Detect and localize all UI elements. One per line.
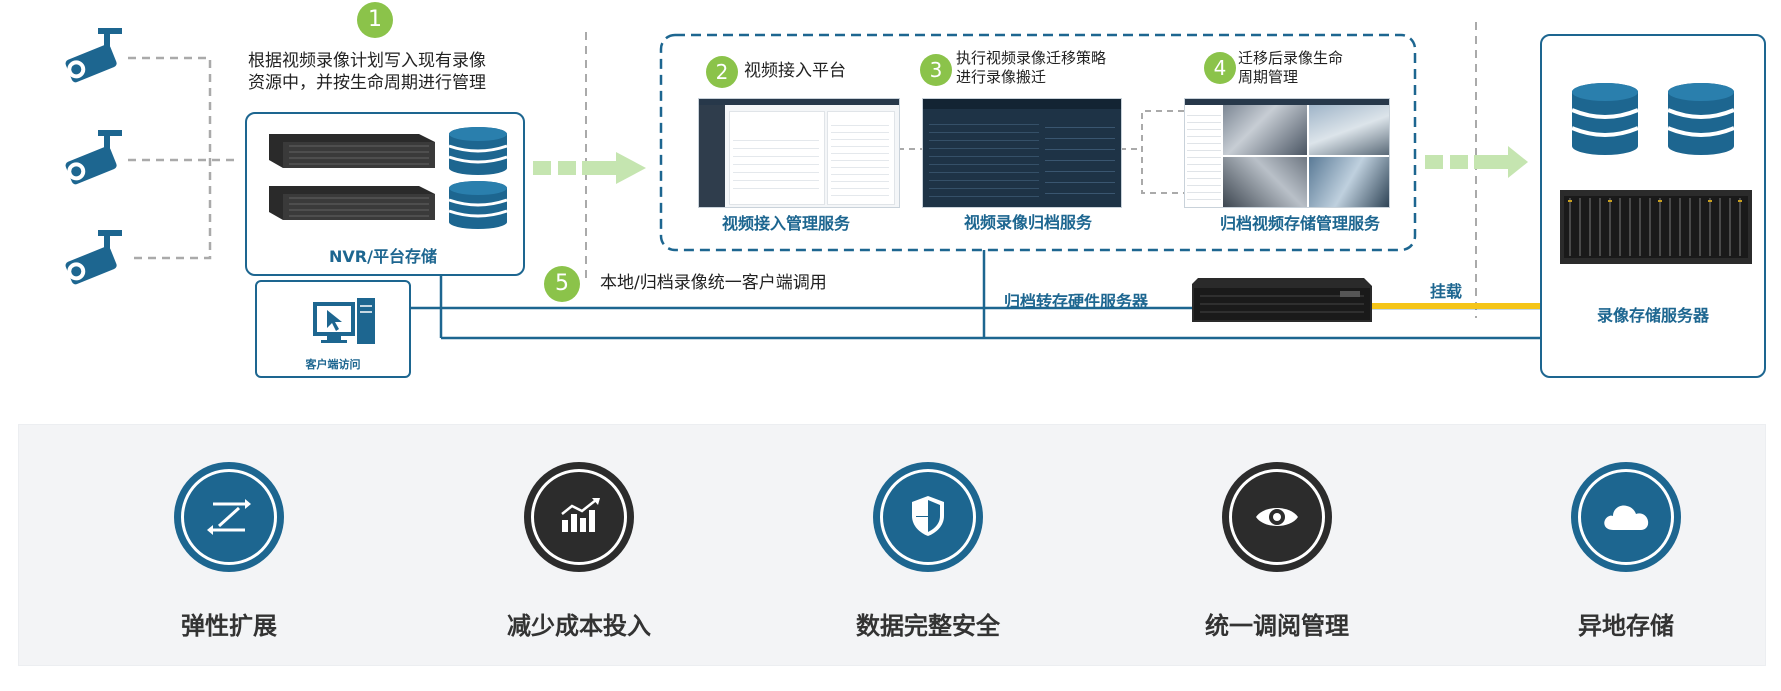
mount-label: 挂载: [1430, 282, 1463, 301]
step-1-badge: 1: [357, 2, 393, 38]
client-label: 客户端访问: [305, 358, 361, 371]
rack-server-icon: [1192, 278, 1372, 322]
shield-icon: [912, 496, 944, 536]
cloud-icon: [1604, 505, 1649, 530]
computer-icon: [313, 298, 375, 344]
feature-cost: 减少成本投入: [489, 462, 669, 641]
database-icon: [1571, 83, 1639, 155]
bar-chart-icon: [561, 498, 600, 532]
database-icon: [448, 127, 508, 175]
storage-server-box: 录像存储服务器: [1540, 34, 1766, 378]
step-3-text: 执行视频录像迁移策略 进行录像搬迁: [956, 49, 1107, 86]
step-1-text: 根据视频录像计划写入现有录像 资源中，并按生命周期进行管理: [248, 51, 486, 93]
storage-management-screenshot: [1184, 98, 1390, 208]
access-platform-screenshot: [698, 98, 900, 208]
feature-security: 数据完整安全: [838, 462, 1018, 641]
step-4-badge: 4: [1204, 52, 1236, 84]
nvr-label: NVR/平台存储: [329, 247, 437, 266]
step-4-text: 迁移后录像生命 周期管理: [1238, 49, 1344, 86]
storage-server-label: 录像存储服务器: [1596, 306, 1709, 325]
flow-arrow-2: [1425, 146, 1528, 178]
feature-remote: 异地存储: [1536, 462, 1716, 641]
service-label-access: 视频接入管理服务: [722, 214, 851, 233]
camera-icon: [60, 128, 130, 198]
nvr-device-icon: [269, 134, 435, 168]
feature-label: 统一调阅管理: [1205, 612, 1349, 640]
eye-icon: [1256, 508, 1298, 526]
step-5-text: 本地/归档录像统一客户端调用: [600, 273, 827, 293]
step-2-text: 视频接入平台: [744, 61, 846, 81]
nvr-storage-box: NVR/平台存储: [245, 112, 525, 276]
archive-server-label: 归档转存硬件服务器: [1004, 292, 1149, 311]
database-icon: [1667, 83, 1735, 155]
step-5-badge: 5: [544, 266, 580, 302]
feature-label: 减少成本投入: [507, 612, 651, 640]
database-icon: [448, 181, 508, 229]
nvr-device-icon: [269, 186, 435, 220]
feature-label: 弹性扩展: [181, 612, 277, 640]
feature-label: 异地存储: [1578, 612, 1674, 640]
camera-icon: [60, 228, 130, 298]
step-2-badge: 2: [706, 56, 738, 88]
feature-elastic: 弹性扩展: [139, 462, 319, 641]
elastic-arrows-icon: [207, 499, 251, 535]
feature-label: 数据完整安全: [856, 612, 1000, 640]
camera-icon: [60, 26, 130, 96]
service-label-storage-mgmt: 归档视频存储管理服务: [1220, 214, 1381, 233]
service-label-archive: 视频录像归档服务: [964, 213, 1093, 232]
feature-unified: 统一调阅管理: [1187, 462, 1367, 641]
client-access-box: 客户端访问: [255, 280, 411, 378]
flow-arrow-1: [533, 152, 646, 184]
storage-array-icon: [1560, 190, 1752, 264]
archive-service-screenshot: [922, 98, 1122, 208]
step-3-badge: 3: [920, 54, 952, 86]
